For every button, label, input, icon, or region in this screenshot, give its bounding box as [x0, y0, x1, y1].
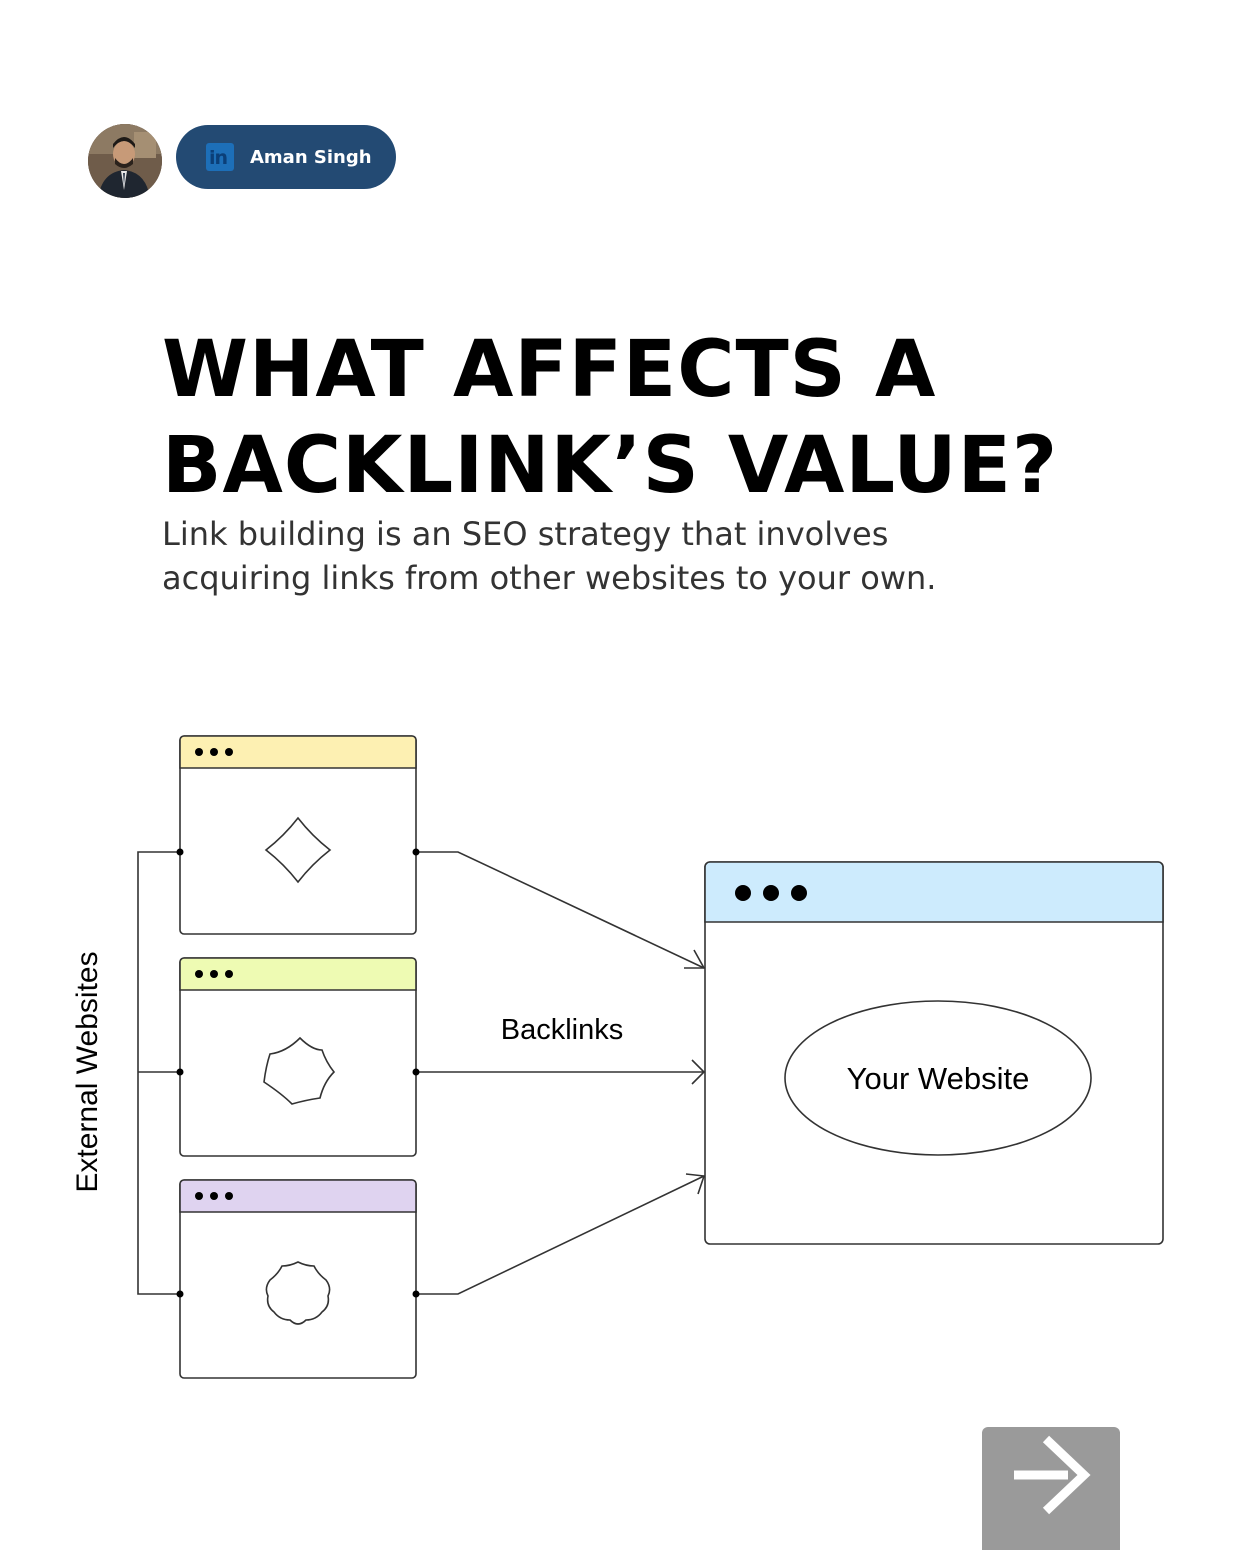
title-line-1: WHAT AFFECTS A — [162, 325, 937, 415]
arrow-right-icon — [1014, 1435, 1091, 1515]
backlink-arrow-1 — [416, 851, 705, 969]
author-header — [88, 124, 162, 198]
external-site-3-header — [179, 1179, 417, 1213]
arrowhead-3 — [685, 1173, 706, 1195]
title-line-2: BACKLINK’S VALUE? — [162, 421, 1059, 511]
author-name: Aman Singh — [250, 146, 372, 168]
backlink-diagram: Your Website Backlinks External Websites — [0, 700, 1240, 1400]
subtitle-line-2: acquiring links from other websites to y… — [162, 559, 937, 597]
avatar[interactable] — [88, 124, 162, 198]
backlink-arrow-3 — [416, 1175, 705, 1295]
flower-shape — [265, 1261, 331, 1325]
external-site-2 — [179, 957, 417, 1157]
external-site-2-header — [179, 957, 417, 991]
avatar-photo — [88, 124, 162, 198]
arrowhead-1 — [684, 949, 706, 969]
external-site-1 — [179, 735, 417, 935]
external-bracket — [137, 851, 180, 1295]
next-button[interactable] — [982, 1427, 1120, 1550]
external-site-1-header — [179, 735, 417, 769]
linkedin-icon: in — [206, 143, 234, 171]
your-website-label: Your Website — [847, 1061, 1030, 1096]
your-website-header — [704, 861, 1164, 923]
external-site-3 — [179, 1179, 417, 1379]
backlinks-label: Backlinks — [501, 1014, 624, 1046]
subtitle: Link building is an SEO strategy that in… — [162, 512, 1162, 600]
backlink-diagram-svg: Your Website Backlinks External Websites — [71, 735, 1164, 1379]
diamond-shape — [264, 816, 332, 884]
your-website-window: Your Website — [704, 861, 1164, 1245]
external-websites-label: External Websites — [71, 951, 104, 1192]
blob-shape — [263, 1036, 336, 1105]
page-title: WHAT AFFECTS A BACKLINK’S VALUE? — [162, 322, 1162, 514]
your-website-ellipse — [784, 1000, 1092, 1156]
arrowhead-2 — [691, 1059, 706, 1085]
subtitle-line-1: Link building is an SEO strategy that in… — [162, 515, 889, 553]
author-chip[interactable]: in Aman Singh — [176, 125, 396, 189]
